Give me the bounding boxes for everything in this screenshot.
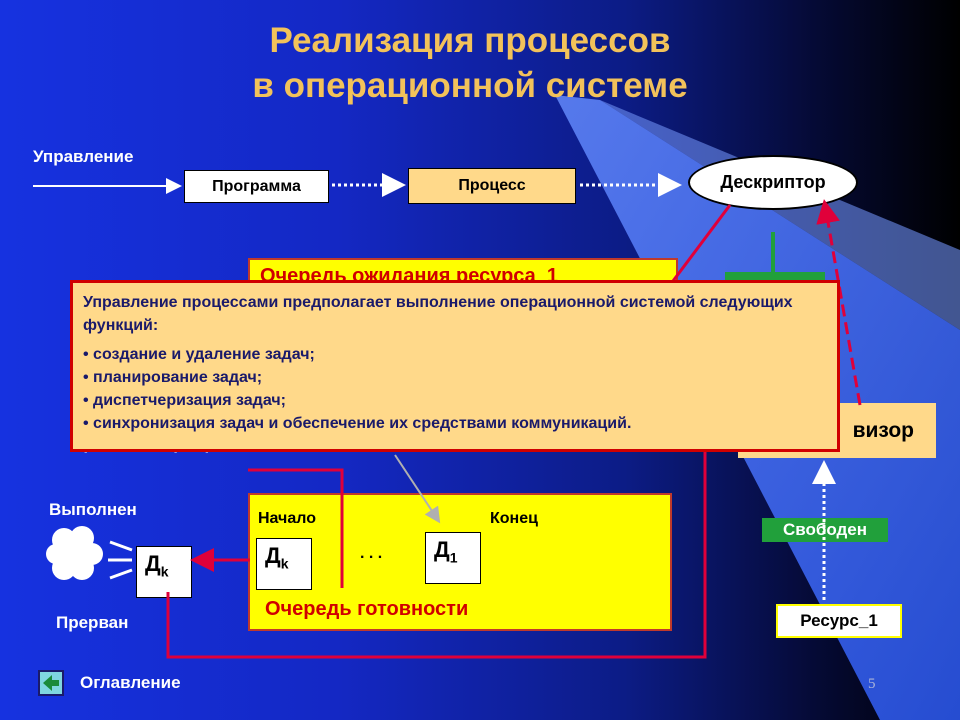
program-box: Программа — [184, 170, 329, 203]
control-label: Управление — [33, 147, 134, 166]
queue-descriptor-first: Дk — [256, 538, 312, 590]
popup-intro: Управление процессами предполагает выпол… — [83, 294, 793, 334]
popup-item: • планирование задач; — [83, 369, 263, 386]
resource-box: Ресурс_1 — [776, 604, 902, 638]
popup-item: • создание и удаление задач; — [83, 346, 315, 363]
d-letter: Д — [265, 543, 281, 568]
descriptor-ellipse: Дескриптор — [688, 155, 858, 210]
queue-start-label: Начало — [258, 510, 316, 527]
d-sub: 1 — [449, 549, 458, 566]
slide-title: Реализация процессов в операционной сист… — [0, 18, 940, 108]
d-letter: Д — [145, 551, 161, 576]
completed-label: Выполнен — [49, 500, 137, 519]
running-descriptor: Дk — [136, 546, 192, 598]
interrupted-label: Прерван — [56, 613, 129, 632]
process-box: Процесс — [408, 168, 576, 204]
d-letter: Д — [434, 537, 450, 562]
page-number: 5 — [868, 676, 876, 692]
queue-ellipsis: . . . — [360, 545, 383, 562]
ready-queue-label: Очередь готовности — [265, 598, 469, 620]
cloud-icon — [46, 526, 103, 580]
queue-end-label: Конец — [490, 510, 538, 527]
d-sub: k — [280, 555, 289, 572]
back-arrow-icon — [43, 675, 59, 691]
title-line-1: Реализация процессов — [269, 21, 671, 60]
toc-button[interactable] — [38, 670, 64, 696]
title-line-2: в операционной системе — [252, 66, 688, 105]
d-sub: k — [160, 563, 169, 580]
popup-item: • синхронизация задач и обеспечение их с… — [83, 415, 632, 432]
toc-link[interactable]: Оглавление — [80, 673, 181, 692]
popup-item: • диспетчеризация задач; — [83, 392, 286, 409]
queue-descriptor-last: Д1 — [425, 532, 481, 584]
free-label: Свободен — [762, 518, 888, 542]
process-management-popup: Управление процессами предполагает выпол… — [70, 280, 840, 452]
